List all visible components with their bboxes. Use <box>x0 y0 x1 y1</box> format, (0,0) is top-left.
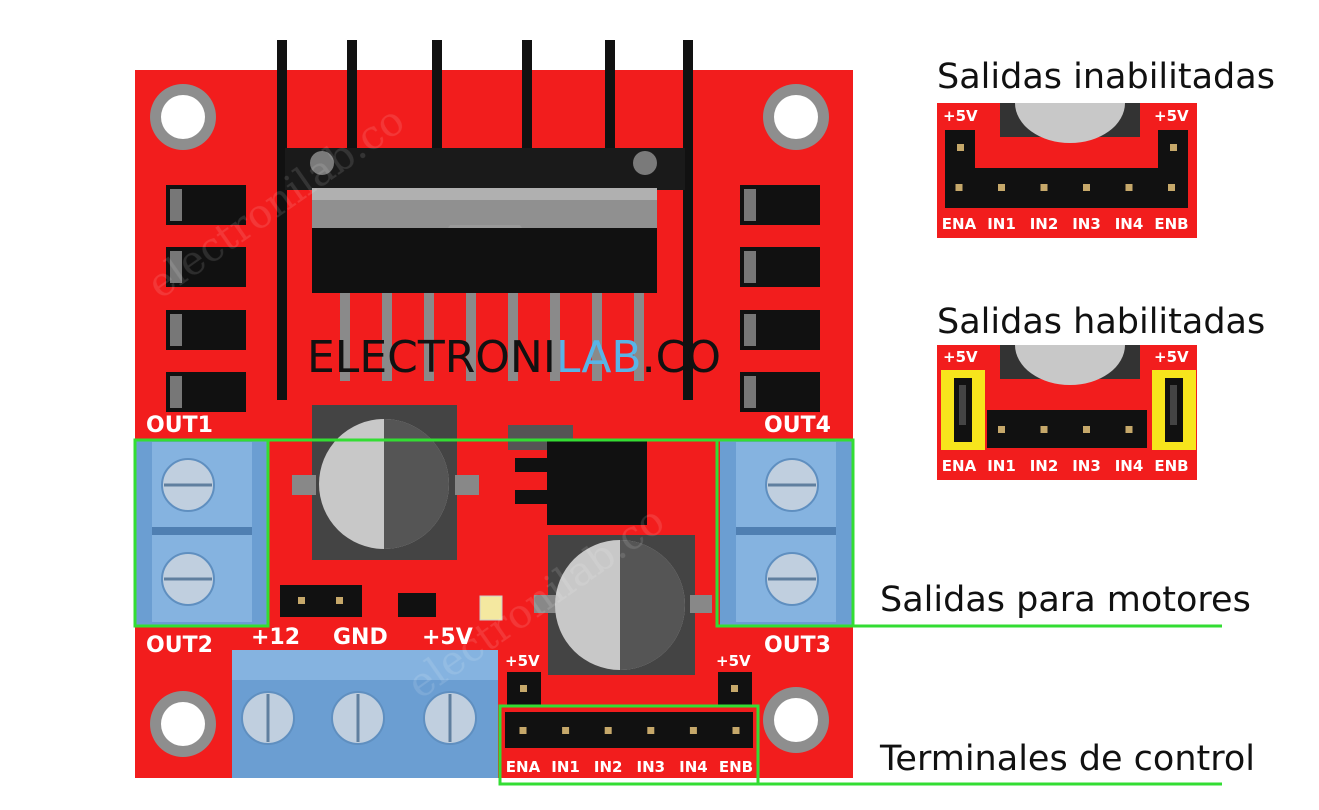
pin-label-in3: IN3 <box>1072 457 1101 475</box>
power-led <box>479 595 503 621</box>
diode-left-2 <box>166 247 246 287</box>
highlight-outlines <box>133 438 1222 786</box>
diode-right-4 <box>740 372 820 412</box>
label-power-gnd: GND <box>333 625 388 650</box>
pin-in1 <box>562 727 570 734</box>
pin-label-in1: IN1 <box>987 215 1016 233</box>
inset-enabled-5v-left: +5V <box>943 348 978 366</box>
inset-enabled-5v-right: +5V <box>1154 348 1189 366</box>
diode-right-2 <box>740 247 820 287</box>
pin-in2 <box>1040 184 1048 191</box>
pin-in3 <box>647 727 655 734</box>
pin-label-in2: IN2 <box>594 758 623 776</box>
highlight-out4-out3 <box>715 438 855 628</box>
annotation-motor-outputs: Salidas para motores <box>880 580 1251 620</box>
pin-label-ena: ENA <box>942 215 977 233</box>
pin-in1 <box>998 184 1005 191</box>
terminal-block-out1-out2 <box>135 440 268 626</box>
pin-label-in4: IN4 <box>679 758 708 776</box>
diode-right-1 <box>740 185 820 225</box>
label-out3: OUT3 <box>764 633 831 658</box>
pin-in3 <box>1083 184 1090 191</box>
pin-label-ena: ENA <box>506 758 541 776</box>
motor-driver-board: ELECTRONILAB.CO <box>133 40 1222 786</box>
inset-disabled-5v-left: +5V <box>943 107 978 125</box>
capacitor-left <box>292 405 479 560</box>
annotation-control-terminals: Terminales de control <box>879 739 1255 779</box>
pin-label-enb: ENB <box>719 758 753 776</box>
inset-disabled-5v-right: +5V <box>1154 107 1189 125</box>
pin-label-in3: IN3 <box>1072 215 1101 233</box>
diode-left-1 <box>166 185 246 225</box>
pin-label-enb: ENB <box>1154 215 1188 233</box>
pin-label-in2: IN2 <box>1030 215 1059 233</box>
pin-ena <box>519 727 527 734</box>
heatsink <box>277 40 693 400</box>
pin-label-in2: IN2 <box>1030 457 1059 475</box>
pin-enb <box>1168 184 1175 191</box>
label-header-5v-right: +5V <box>716 652 751 670</box>
voltage-regulator <box>508 425 647 525</box>
smd-diodes <box>166 185 820 412</box>
pin-ena <box>955 184 963 191</box>
pin-in4 <box>1125 184 1133 191</box>
label-power-5v: +5V <box>422 625 473 650</box>
pin-in2 <box>604 727 612 734</box>
pin-label-in1: IN1 <box>987 457 1016 475</box>
electronilab-logo: ELECTRONILAB.CO <box>307 332 721 383</box>
pin-label-enb: ENB <box>1154 457 1188 475</box>
jumper-header-small <box>280 585 362 617</box>
label-out2: OUT2 <box>146 633 213 658</box>
pin-enb <box>732 727 740 734</box>
label-power-12v: +12 <box>251 625 300 650</box>
terminal-block-out4-out3 <box>720 440 853 626</box>
inset-outputs-disabled: Salidas inabilitadas +5V +5V ENA IN1 IN2 IN… <box>937 57 1275 238</box>
label-header-5v-left: +5V <box>505 652 540 670</box>
highlight-out1-out2 <box>133 438 270 628</box>
pin-label-in4: IN4 <box>1115 215 1144 233</box>
pin-label-in4: IN4 <box>1115 457 1144 475</box>
pin-label-in1: IN1 <box>551 758 580 776</box>
highlight-control-terminals <box>498 704 760 786</box>
label-out4: OUT4 <box>764 413 831 438</box>
smd-resistor <box>398 593 436 617</box>
inset-outputs-enabled: Salidas habilitadas +5V +5V ENA IN1 IN2 IN3… <box>937 302 1265 480</box>
diode-right-3 <box>740 310 820 350</box>
label-out1: OUT1 <box>146 413 213 438</box>
diode-left-4 <box>166 372 246 412</box>
inset-enabled-title: Salidas habilitadas <box>937 302 1265 342</box>
pin-label-in3: IN3 <box>637 758 666 776</box>
pin-label-ena: ENA <box>942 457 977 475</box>
mounting-holes <box>150 84 829 757</box>
diode-left-3 <box>166 310 246 350</box>
capacitor-right <box>534 535 712 675</box>
terminal-block-power <box>232 650 498 778</box>
inset-disabled-title: Salidas inabilitadas <box>937 57 1275 97</box>
pin-in4 <box>689 727 697 734</box>
l298-chip <box>312 188 657 381</box>
